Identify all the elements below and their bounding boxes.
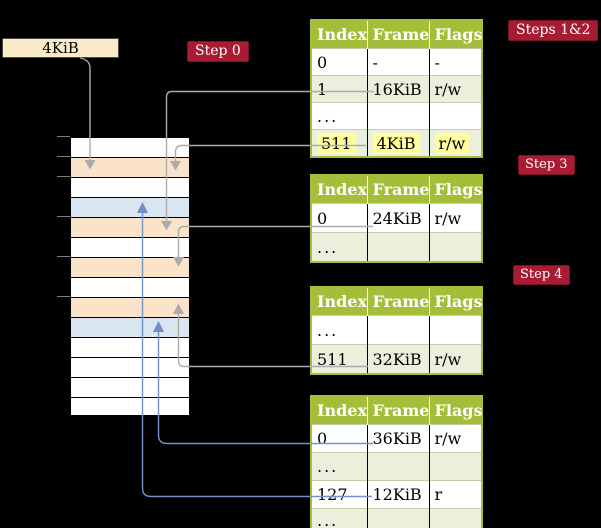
memory-tick [57,136,70,137]
column-header: Frame [367,20,430,49]
table-cell [429,508,482,528]
table-cell: 32KiB [367,344,430,374]
table-cell [429,102,482,130]
table-cell: 12KiB [367,480,430,509]
column-header: Flags [429,287,483,316]
table-row: ... [311,508,482,528]
column-header: Frame [367,396,430,425]
memory-frame-row [71,138,189,158]
memory-frame-row [71,238,189,258]
badge-step-3: Step 3 [518,155,575,175]
memory-frame-row [71,278,189,298]
table-cell [429,452,482,481]
badge-step-4: Step 4 [513,265,570,285]
table-cell: - [429,48,482,76]
table-cell: 127 [311,480,368,509]
table-cell: 24KiB [367,203,430,233]
column-header: Index [311,287,368,316]
table-cell: r/w [429,344,482,374]
memory-column [70,137,190,416]
table-cell: ... [311,102,368,130]
memory-frame-row [71,398,189,415]
table-cell: r/w [429,203,482,233]
column-header: Flags [429,20,483,49]
memory-frame-row [71,338,189,358]
memory-frame-row [71,318,189,338]
frame-size-box: 4KiB [2,38,119,58]
memory-tick [57,156,70,157]
table-row: 0-- [311,48,482,76]
memory-frame-row [71,298,189,318]
memory-tick [57,296,70,297]
table-cell: 1 [311,75,368,103]
table-cell: 0 [311,48,368,76]
table-cell [367,232,430,262]
memory-tick [57,256,70,257]
table-cell: 511 [311,129,368,157]
memory-frame-row [71,378,189,398]
table-cell: ... [311,452,368,481]
table-row: ... [311,452,482,481]
table-cell [367,102,430,130]
table-cell: - [367,48,430,76]
memory-frame-row [71,358,189,378]
table-cell [429,315,482,345]
column-header: Index [311,175,368,204]
table-cell: 0 [311,424,368,453]
column-header: Flags [429,175,483,204]
column-header: Index [311,396,368,425]
table-cell [367,508,430,528]
memory-frame-row [71,158,189,178]
column-header: Index [311,20,368,49]
memory-tick [57,176,70,177]
table-cell: r/w [429,129,482,157]
memory-frame-row [71,178,189,198]
table-cell: ... [311,508,368,528]
table-cell [429,232,482,262]
badge-steps-1-2: Steps 1&2 [508,20,599,41]
column-header: Frame [367,287,430,316]
memory-frame-row [71,198,189,218]
memory-tick [57,216,70,217]
table-row: ... [311,102,482,130]
memory-frame-row [71,218,189,238]
memory-frame-row [71,258,189,278]
table-row: ... [311,232,482,262]
table-cell: 16KiB [367,75,430,103]
table-cell [367,315,430,345]
table-cell: r/w [429,424,482,453]
column-header: Frame [367,175,430,204]
table-cell: 0 [311,203,368,233]
column-header: Flags [429,396,483,425]
badge-step-0: Step 0 [187,41,249,62]
table-cell: 4KiB [367,129,430,157]
table-cell: ... [311,315,368,345]
table-cell: 511 [311,344,368,374]
table-row: ... [311,315,482,345]
table-cell: r [429,480,482,509]
table-cell [367,452,430,481]
table-cell: 36KiB [367,424,430,453]
table-cell: r/w [429,75,482,103]
table-cell: ... [311,232,368,262]
